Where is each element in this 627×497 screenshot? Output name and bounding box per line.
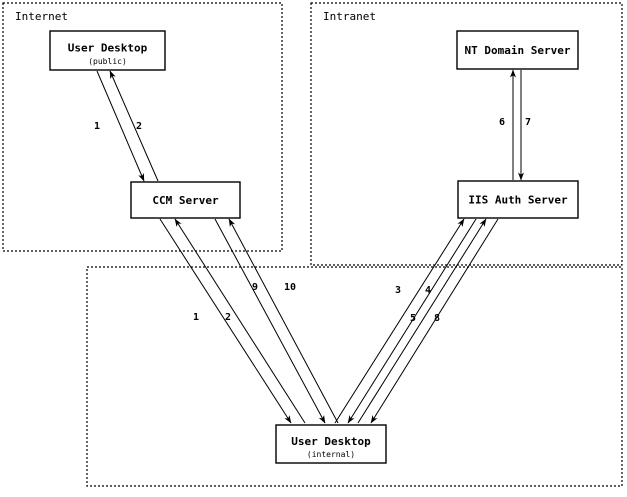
node-title-iis-auth-server: IIS Auth Server xyxy=(468,194,568,207)
zone-label-intranet: Intranet xyxy=(323,10,376,23)
node-title-ccm-server: CCM Server xyxy=(152,194,219,207)
node-box-nt-domain-server[interactable] xyxy=(456,30,579,70)
node-box-user-desktop-internal[interactable] xyxy=(275,424,387,464)
flow-step-label: 5 xyxy=(410,313,416,324)
node-box-user-desktop-public[interactable] xyxy=(49,30,166,71)
flow-step-label: 2 xyxy=(136,121,142,132)
zone-internal xyxy=(86,266,623,487)
flow-arrow-8-iis-auth-server-to-user-desktop-internal xyxy=(370,218,499,424)
flow-arrow-1-user-desktop-internal-to-ccm-server xyxy=(159,218,292,424)
flow-arrow-4-iis-auth-server-to-user-desktop-internal xyxy=(347,218,477,424)
node-user-desktop-internal[interactable]: User Desktop (internal) xyxy=(275,424,387,464)
flow-step-label: 2 xyxy=(225,312,231,323)
node-subtitle-user-desktop-public: (public) xyxy=(88,57,127,66)
node-title-user-desktop-public: User Desktop xyxy=(68,42,148,55)
flow-step-label: 3 xyxy=(395,285,401,296)
node-subtitle-user-desktop-internal: (internal) xyxy=(307,450,355,459)
node-ccm-server[interactable]: CCM Server xyxy=(130,181,241,219)
node-title-user-desktop-internal: User Desktop xyxy=(291,435,371,448)
flow-arrow-9-user-desktop-internal-to-ccm-server xyxy=(214,218,326,424)
flow-step-label: 6 xyxy=(499,117,505,128)
node-title-nt-domain-server: NT Domain Server xyxy=(465,44,571,57)
zone-boundary-intranet xyxy=(310,2,623,266)
flow-arrow-5-user-desktop-internal-to-iis-auth-server xyxy=(357,218,487,424)
zone-boundary-internal xyxy=(86,266,623,487)
node-user-desktop-public[interactable]: User Desktop (public) xyxy=(49,30,166,71)
node-box-iis-auth-server[interactable] xyxy=(457,180,579,219)
node-box-ccm-server[interactable] xyxy=(130,181,241,219)
flow-step-label: 7 xyxy=(525,117,531,128)
zone-label-internet: Internet xyxy=(15,10,68,23)
zone-layer: Internet Intranet xyxy=(2,2,623,487)
node-layer: User Desktop (public) CCM Server NT Domain … xyxy=(49,30,579,464)
flow-arrow-2-ccm-server-to-user-desktop-public xyxy=(109,70,159,182)
flow-layer xyxy=(96,69,524,424)
flow-arrow-10-ccm-server-to-user-desktop-internal xyxy=(228,218,339,424)
flow-arrow-2-ccm-server-to-user-desktop-internal xyxy=(174,218,306,424)
flow-step-label: 9 xyxy=(252,282,258,293)
node-iis-auth-server[interactable]: IIS Auth Server xyxy=(457,180,579,219)
zone-intranet: Intranet xyxy=(310,2,623,266)
flow-step-label: 8 xyxy=(434,313,440,324)
flow-step-label: 4 xyxy=(425,285,431,296)
flow-step-label: 1 xyxy=(94,121,100,132)
flow-label-layer: 1 2 1 2 3 4 5 8 6 7 9 10 xyxy=(94,117,531,324)
flow-arrow-3-user-desktop-internal-to-iis-auth-server xyxy=(334,218,465,424)
zone-boundary-internet xyxy=(2,2,283,252)
flow-arrow-1-user-desktop-public-to-ccm-server xyxy=(96,70,145,182)
flow-step-label: 1 xyxy=(193,312,199,323)
node-nt-domain-server[interactable]: NT Domain Server xyxy=(456,30,579,70)
zone-internet: Internet xyxy=(2,2,283,252)
flow-step-label: 10 xyxy=(284,282,296,293)
